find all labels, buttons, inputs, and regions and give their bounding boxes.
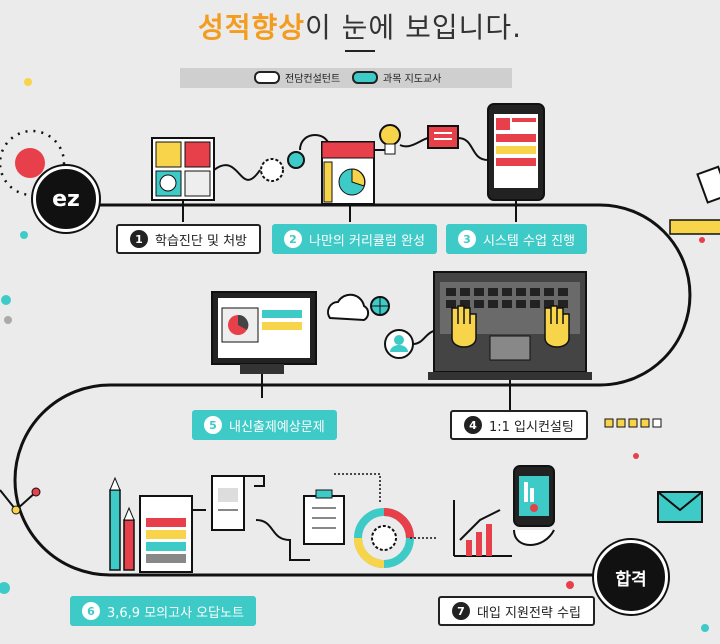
- step-number-badge: 6: [82, 602, 100, 620]
- growth-chart-icon: [453, 500, 512, 557]
- step-7-label: 7 대입 지원전략 수립: [438, 596, 595, 626]
- step-number-badge: 5: [204, 416, 222, 434]
- goal-badge: 합격: [594, 540, 668, 614]
- page-title: 성적향상이 눈에 보입니다.: [0, 6, 720, 46]
- gears-chart-icon: [213, 134, 375, 222]
- right-hand-icon: [544, 305, 570, 348]
- step-text: 나만의 커리큘럼 완성: [309, 233, 425, 249]
- step-5-label: 5 내신출제예상문제: [192, 410, 337, 440]
- goal-badge-label: 합격: [615, 569, 647, 590]
- donut-gear-icon: [354, 508, 438, 568]
- ruler-icon: [669, 165, 720, 243]
- step-text: 1:1 입시컨설팅: [489, 419, 574, 435]
- legend-label-teacher: 과목 지도교사: [383, 74, 442, 85]
- legend-item-consultant: 전담컨설턴트: [254, 70, 340, 85]
- dot-decoration-icon: [633, 453, 639, 459]
- progress-squares-icon: [604, 418, 662, 428]
- step-2-label: 2 나만의 커리큘럼 완성: [272, 224, 437, 254]
- lightbulb-icon: [374, 124, 401, 155]
- step-6-label: 6 3,6,9 모의고사 오답노트: [70, 596, 257, 626]
- title-underline: [345, 50, 375, 52]
- step-4-label: 4 1:1 입시컨설팅: [450, 410, 588, 440]
- step-number-badge: 2: [284, 230, 302, 248]
- road-path: [13, 203, 692, 577]
- globe-icon: [370, 296, 390, 316]
- step-text: 시스템 수업 진행: [483, 233, 575, 249]
- envelope-icon: [657, 491, 703, 523]
- title-rest: 이 눈에 보입니다.: [305, 11, 523, 44]
- message-bubble-icon: [399, 125, 489, 161]
- dot-decoration-icon: [566, 581, 574, 589]
- step-text: 3,6,9 모의고사 오답노트: [107, 605, 245, 621]
- dashboard-icon: [151, 137, 215, 222]
- desktop-monitor-icon: [211, 291, 317, 398]
- left-hand-icon: [451, 305, 477, 348]
- answer-notebook-icon: [139, 495, 206, 573]
- step-text: 대입 지원전략 수립: [477, 605, 581, 621]
- step-number-badge: 7: [452, 602, 470, 620]
- clipboard-checklist-icon: [255, 473, 381, 561]
- legend-label-consultant: 전담컨설턴트: [285, 74, 341, 85]
- user-profile-icon: [384, 329, 441, 359]
- step-number-badge: 1: [130, 230, 148, 248]
- step-number-badge: 4: [464, 416, 482, 434]
- title-highlight: 성적향상: [197, 11, 305, 44]
- line-graph-decoration-icon: [0, 487, 41, 594]
- step-text: 학습진단 및 처방: [155, 233, 247, 249]
- receipt-icon: [211, 475, 265, 531]
- step-text: 내신출제예상문제: [229, 419, 325, 435]
- start-badge-label: ez: [52, 186, 80, 212]
- hand-phone-icon: [513, 465, 555, 546]
- dot-decoration-icon: [701, 624, 709, 632]
- start-decoration-icon: [0, 78, 66, 324]
- legend: 전담컨설턴트 과목 지도교사: [180, 68, 512, 88]
- start-badge: ez: [33, 166, 99, 232]
- smartphone-icon: [487, 103, 545, 222]
- step-number-badge: 3: [458, 230, 476, 248]
- white-pill-icon: [254, 71, 280, 84]
- pencils-icon: [109, 476, 135, 571]
- cloud-icon: [327, 293, 370, 322]
- teal-pill-icon: [352, 71, 378, 84]
- legend-item-teacher: 과목 지도교사: [352, 70, 441, 85]
- step-3-label: 3 시스템 수업 진행: [446, 224, 587, 254]
- step-1-label: 1 학습진단 및 처방: [116, 224, 261, 254]
